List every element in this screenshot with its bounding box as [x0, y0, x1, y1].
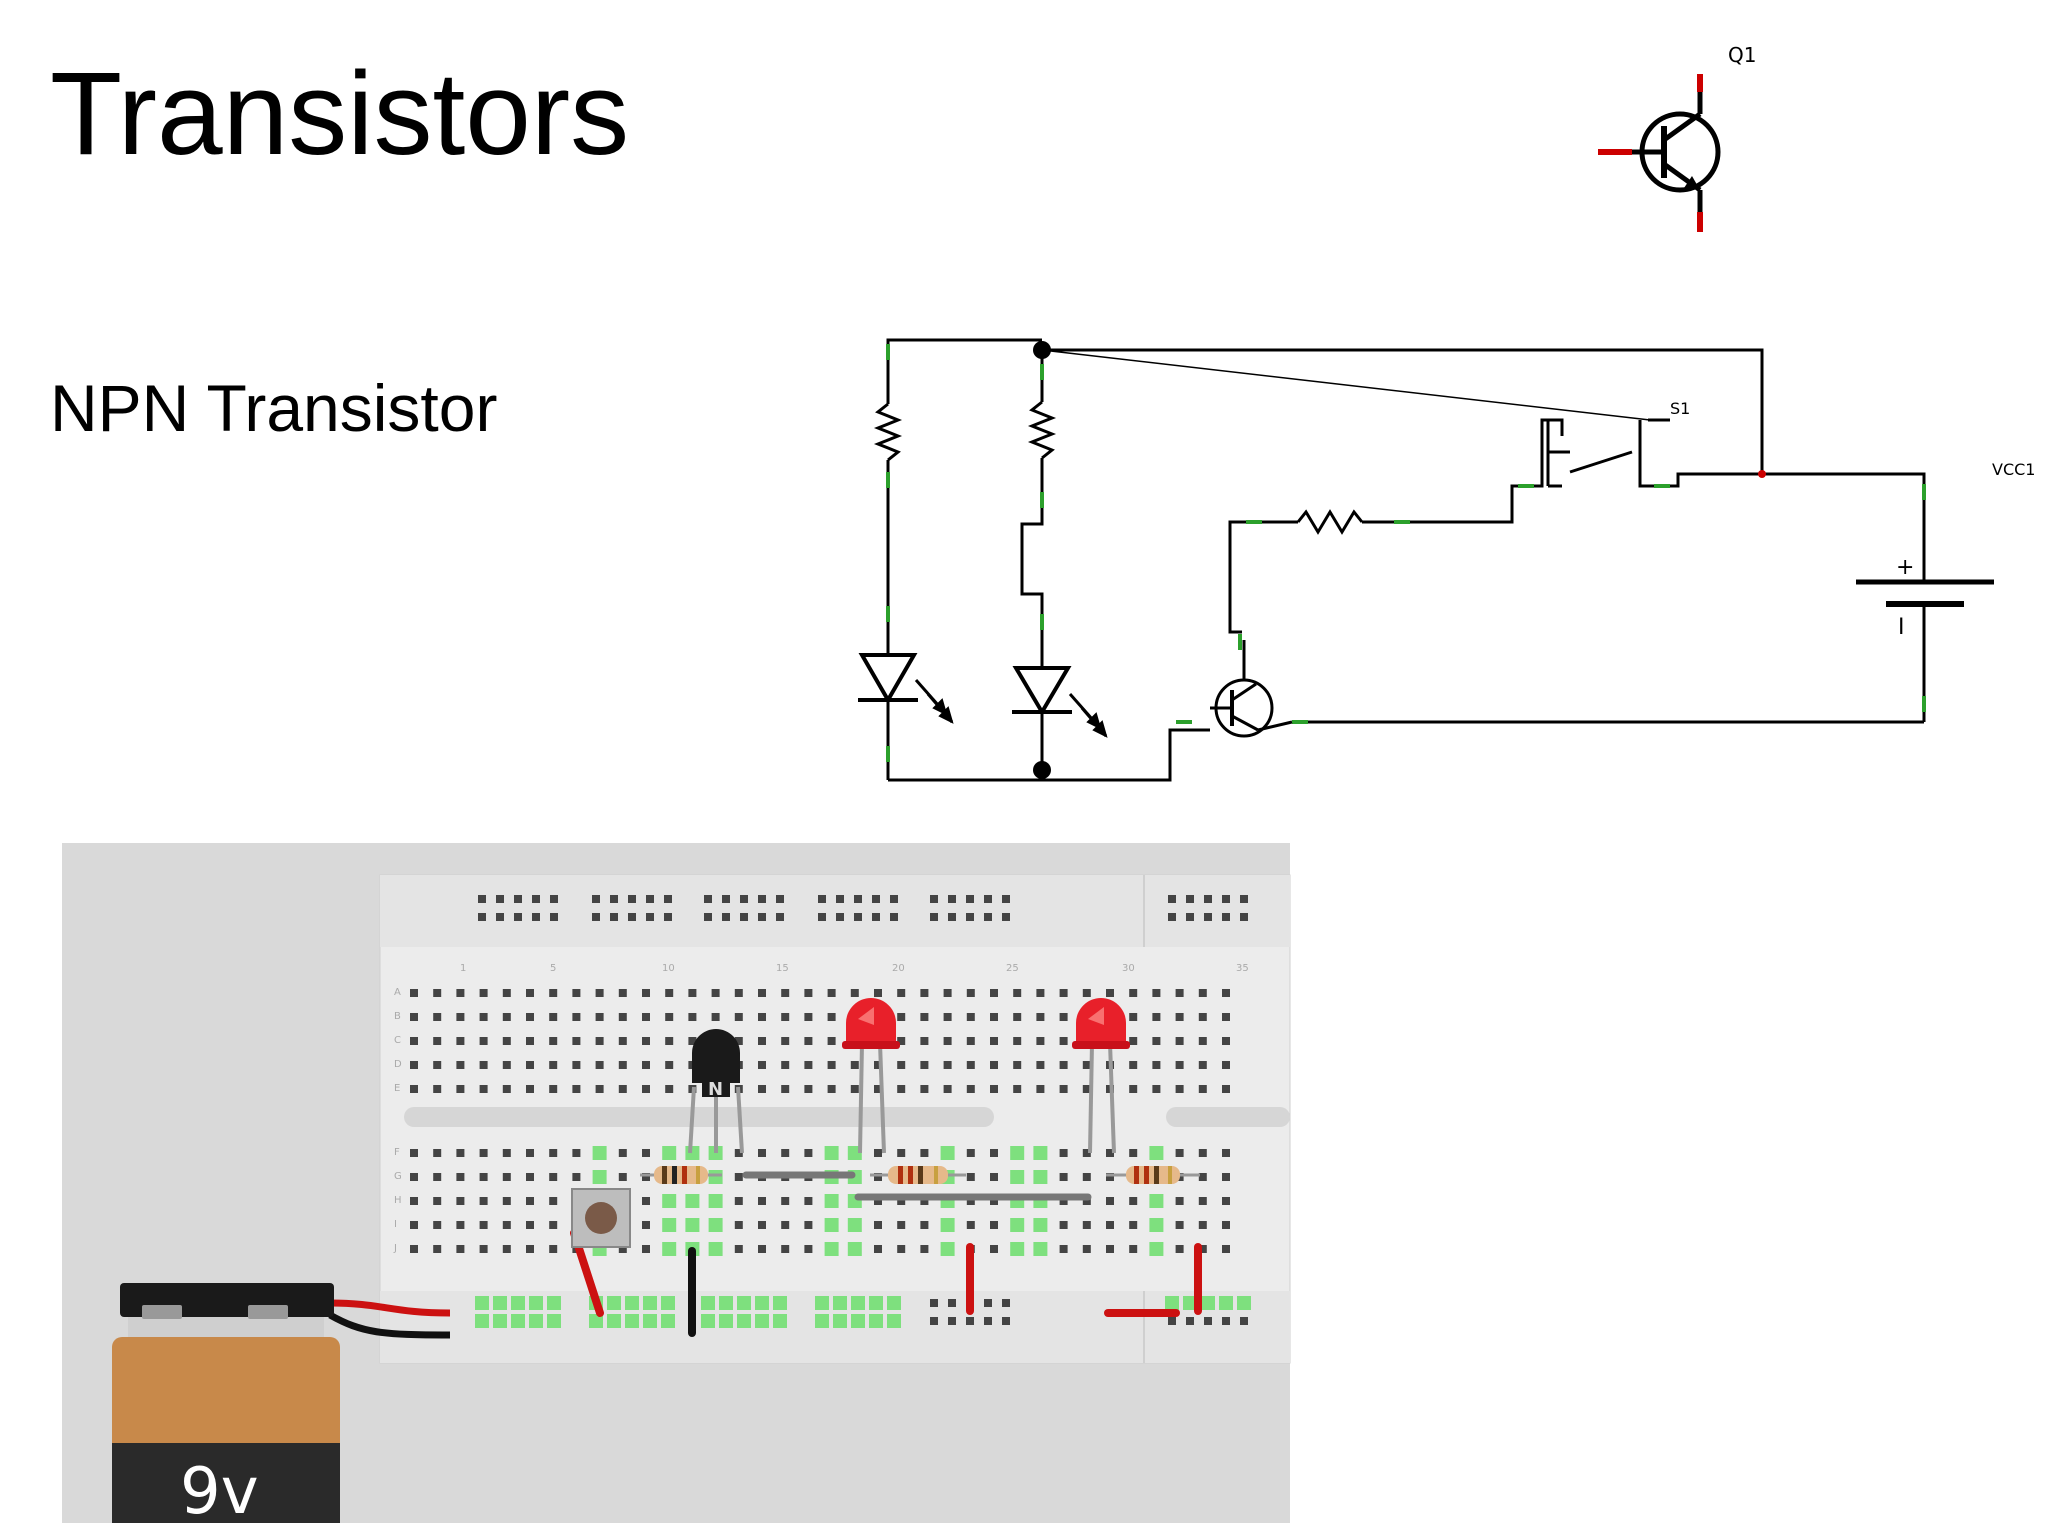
switch-s1 — [1546, 420, 1570, 486]
battery-9v: 9v — [112, 1283, 340, 1529]
svg-text:J: J — [393, 1243, 397, 1254]
vcc-label: VCC1 — [1992, 460, 2035, 479]
junction-dot — [1033, 341, 1051, 359]
svg-text:30: 30 — [1122, 963, 1135, 974]
circuit-schematic: S1 + I VCC1 — [858, 338, 2035, 782]
resistor — [640, 1166, 722, 1184]
junction-dot — [1758, 470, 1766, 478]
led-symbol — [858, 653, 954, 724]
red-led — [1072, 998, 1130, 1154]
svg-text:H: H — [394, 1195, 402, 1206]
svg-text:1: 1 — [460, 963, 466, 974]
led-symbol — [1012, 666, 1108, 738]
breadboard-row-letters: A B C D E F G H I J — [393, 987, 402, 1254]
battery-label: 9v — [180, 1455, 259, 1529]
svg-text:B: B — [394, 1011, 401, 1022]
svg-text:35: 35 — [1236, 963, 1249, 974]
q1-label: Q1 — [1728, 43, 1756, 67]
transistor-mark: N — [708, 1079, 723, 1100]
battery-wire-black — [328, 1311, 451, 1339]
switch-label: S1 — [1670, 399, 1690, 418]
npn-transistor: N — [688, 1029, 744, 1154]
breadboard-panel: 1 5 10 15 20 25 30 35 A B C D E F G H I … — [62, 843, 1291, 1529]
svg-text:20: 20 — [892, 963, 905, 974]
svg-text:C: C — [394, 1035, 401, 1046]
breadboard-holes — [410, 895, 1251, 1328]
svg-text:10: 10 — [662, 963, 675, 974]
svg-text:F: F — [394, 1147, 400, 1158]
svg-text:25: 25 — [1006, 963, 1019, 974]
transistor-symbol: Q1 — [1598, 43, 1756, 232]
slide-subtitle: NPN Transistor — [50, 371, 498, 445]
red-led — [842, 998, 900, 1154]
push-button[interactable] — [571, 1188, 631, 1248]
battery-minus: I — [1898, 615, 1905, 640]
svg-text:I: I — [394, 1219, 397, 1230]
svg-text:G: G — [394, 1171, 402, 1182]
svg-text:15: 15 — [776, 963, 789, 974]
svg-text:E: E — [394, 1083, 400, 1094]
slide-title: Transistors — [50, 48, 630, 180]
schematic-pin-marks — [886, 344, 1926, 762]
transistor-schematic-symbol — [1210, 640, 1293, 738]
battery-symbol — [1856, 555, 1994, 607]
svg-text:5: 5 — [550, 963, 556, 974]
svg-text:D: D — [394, 1059, 402, 1070]
battery-plus: + — [1896, 555, 1914, 580]
junction-dot — [1033, 761, 1051, 779]
breadboard-column-numbers: 1 5 10 15 20 25 30 35 — [460, 963, 1249, 974]
battery-wire-red — [329, 1299, 451, 1317]
resistor — [870, 1166, 966, 1184]
svg-text:A: A — [394, 987, 401, 998]
resistor — [1106, 1166, 1200, 1184]
